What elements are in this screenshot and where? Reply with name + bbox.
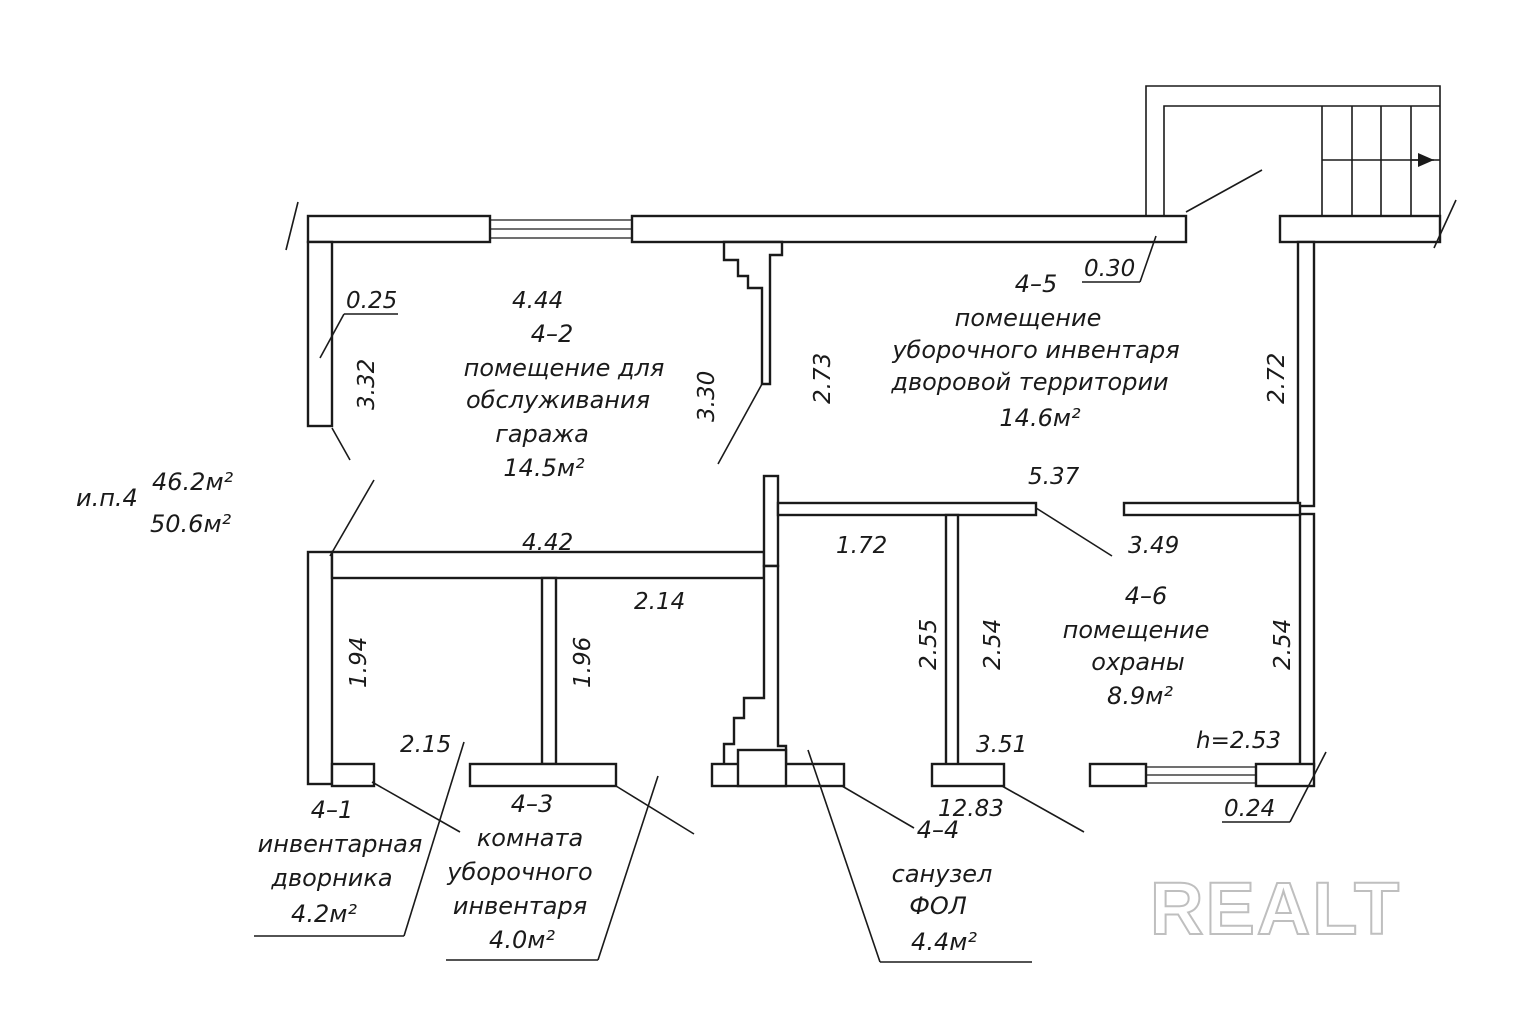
shaft-block	[736, 748, 788, 788]
room-4-5-name-1: помещение	[955, 304, 1102, 332]
window-bottom	[1146, 766, 1256, 784]
dim-2-73: 2.73	[810, 353, 836, 404]
wall-44-46	[944, 513, 960, 767]
room-4-3-name-3: инвентаря	[453, 892, 587, 920]
window-top	[490, 219, 632, 239]
room-4-2-name-2: обслуживания	[466, 386, 650, 414]
room-4-4-number: 4–4	[917, 816, 960, 844]
dim-1-94: 1.94	[346, 637, 372, 688]
wall-mid-horizontal	[330, 550, 766, 580]
wall-stepped-44	[722, 564, 788, 768]
watermark-logo: REALT	[1150, 867, 1401, 950]
room-4-1-name-2: дворника	[270, 864, 392, 892]
wall-bottom-46-right	[1254, 762, 1316, 788]
dim-2-54-left: 2.54	[980, 619, 1006, 670]
wall-bottom-44b	[930, 762, 1006, 788]
room-4-4-label: 4–4 санузел ФОЛ 4.4м²	[892, 816, 993, 956]
dimension-labels: 0.25 0.30 0.24 4.44 5.37 4.42 1.72 3.49 …	[346, 256, 1296, 822]
dim-0-24: 0.24	[1224, 796, 1275, 822]
room-4-2-area: 14.5м²	[503, 454, 585, 482]
room-4-3-number: 4–3	[511, 790, 554, 818]
room-4-5-name-3: дворовой территории	[890, 368, 1168, 396]
wall-right-lower	[1298, 512, 1316, 768]
room-4-1-name-1: инвентарная	[258, 830, 423, 858]
room-4-5-label: 4–5 помещение уборочного инвентаря дворо…	[890, 270, 1179, 432]
dim-5-37: 5.37	[1028, 464, 1080, 490]
wall-top-left	[306, 214, 492, 244]
room-4-3-area: 4.0м²	[489, 926, 555, 954]
wall-top-center	[630, 214, 1188, 244]
room-4-1-number: 4–1	[311, 796, 354, 824]
room-4-2-label: 4–2 помещение для обслуживания гаража 14…	[464, 320, 665, 482]
wall-41-43	[540, 576, 558, 766]
room-4-6-area: 8.9м²	[1107, 682, 1173, 710]
dim-4-44: 4.44	[512, 288, 563, 314]
dim-3-51: 3.51	[976, 732, 1027, 758]
leader-lines	[254, 169, 1327, 963]
wall-right-upper	[1296, 240, 1316, 508]
dim-2-15: 2.15	[400, 732, 451, 758]
dim-2-55: 2.55	[916, 619, 942, 670]
ceiling-height: h=2.53	[1196, 728, 1281, 754]
dim-3-32: 3.32	[354, 359, 380, 410]
dim-3-49: 3.49	[1128, 533, 1179, 559]
room-4-5-number: 4–5	[1015, 270, 1058, 298]
wall-mid-vertical	[762, 474, 780, 568]
area-total-1: 46.2м²	[152, 468, 234, 496]
room-4-6-name-1: помещение	[1063, 616, 1210, 644]
dim-12-83: 12.83	[938, 796, 1004, 822]
room-4-4-name-2: ФОЛ	[909, 892, 967, 920]
area-summary: и.п.4 46.2м² 50.6м²	[76, 468, 234, 538]
dim-1-96: 1.96	[570, 637, 596, 688]
wall-bottom-43	[468, 762, 618, 788]
room-4-3-name-1: комната	[477, 824, 583, 852]
stair-arrow-icon	[1418, 153, 1434, 167]
room-4-3-label: 4–3 комната уборочного инвентаря 4.0м²	[446, 790, 592, 954]
room-4-2-number: 4–2	[531, 320, 574, 348]
dim-0-30: 0.30	[1084, 256, 1135, 282]
wall-bottom-41	[330, 762, 376, 788]
wall-46-top-left	[776, 501, 1038, 517]
wall-bottom-46-left	[1088, 762, 1148, 788]
room-4-3-name-2: уборочного	[446, 858, 592, 886]
dim-3-30: 3.30	[694, 371, 720, 422]
walls	[306, 214, 1442, 788]
wall-top-right	[1278, 214, 1442, 244]
area-total-2: 50.6м²	[150, 510, 232, 538]
room-4-6-label: 4–6 помещение охраны 8.9м²	[1063, 582, 1210, 710]
dim-4-42: 4.42	[522, 530, 573, 556]
room-4-2-name-1: помещение для	[464, 354, 665, 382]
stairs	[1145, 85, 1457, 249]
dim-2-14: 2.14	[634, 589, 685, 615]
dim-2-72: 2.72	[1264, 353, 1290, 404]
dim-0-25: 0.25	[346, 288, 397, 314]
wall-46-top-right	[1122, 501, 1302, 517]
room-4-5-name-2: уборочного инвентаря	[891, 336, 1179, 364]
room-4-1-area: 4.2м²	[291, 900, 357, 928]
dim-1-72: 1.72	[836, 533, 887, 559]
room-4-4-area: 4.4м²	[911, 928, 977, 956]
room-4-5-area: 14.6м²	[999, 404, 1081, 432]
room-4-4-name-1: санузел	[892, 860, 993, 888]
wall-left-lower	[306, 550, 334, 786]
room-4-1-label: 4–1 инвентарная дворника 4.2м²	[258, 796, 423, 928]
room-4-2-name-3: гаража	[495, 420, 589, 448]
wall-left-upper	[306, 240, 334, 428]
room-4-6-number: 4–6	[1125, 582, 1168, 610]
wall-partition-stepped	[722, 240, 784, 386]
dim-2-54-right: 2.54	[1270, 619, 1296, 670]
area-label: и.п.4	[76, 484, 138, 512]
room-4-6-name-2: охраны	[1091, 648, 1184, 676]
